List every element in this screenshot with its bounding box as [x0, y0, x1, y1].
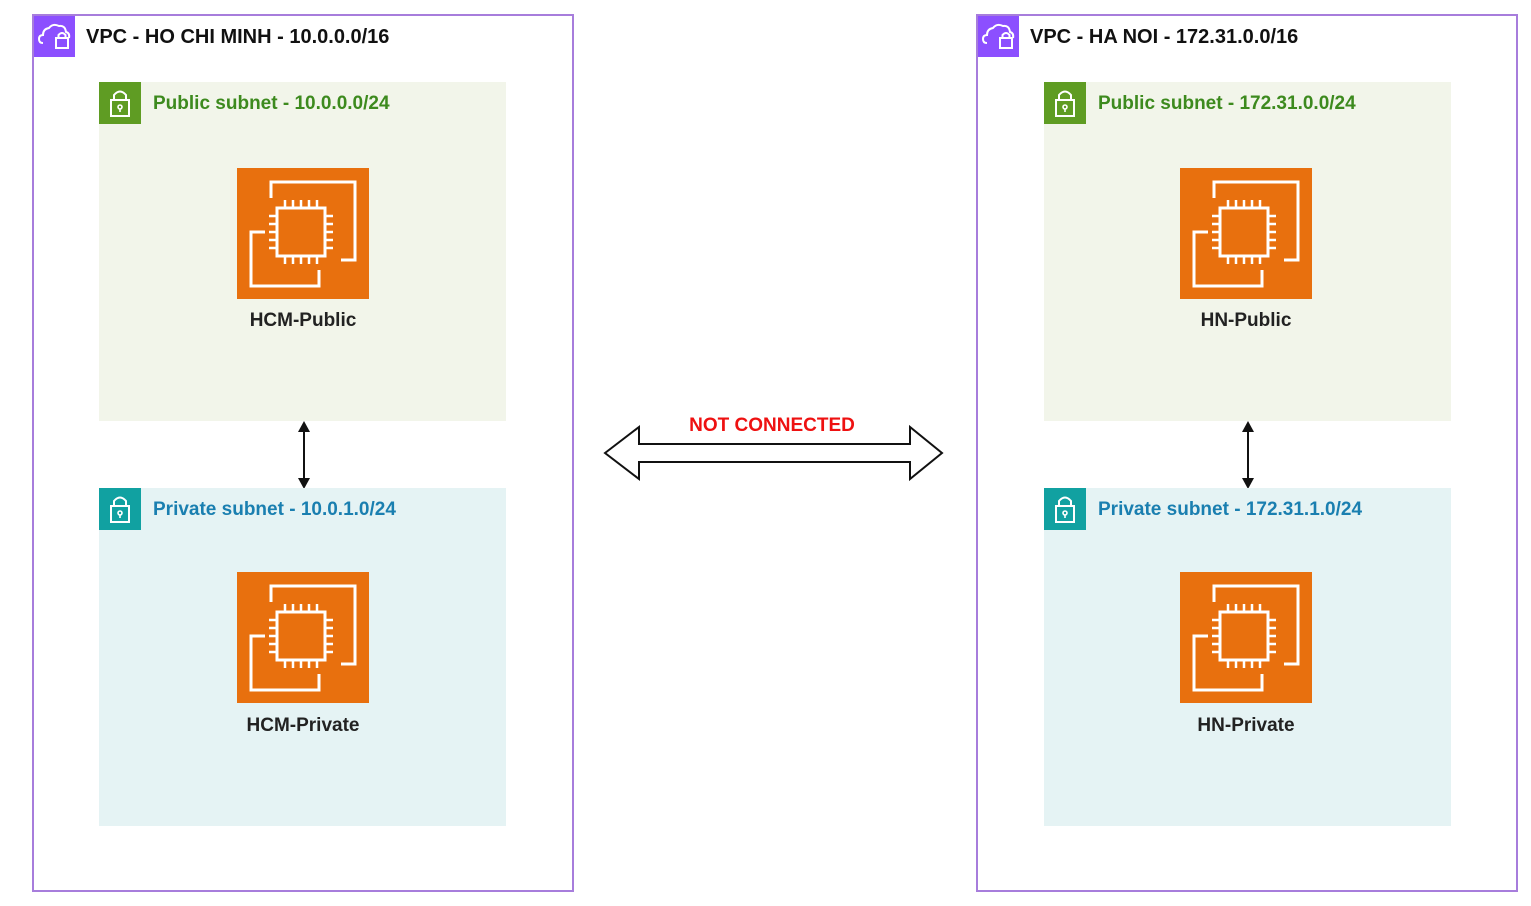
padlock-icon: [99, 82, 141, 124]
vpc-title: VPC - HO CHI MINH - 10.0.0.0/16: [86, 26, 390, 48]
private-subnet-hcm: Private subnet - 10.0.1.0/24 HCM-Private: [99, 488, 506, 826]
subnet-title: Public subnet - 10.0.0.0/24: [153, 93, 390, 114]
instance-label-hn-private: HN-Private: [1197, 715, 1295, 736]
vpc-cloud-lock-icon: [34, 16, 75, 57]
padlock-icon: [99, 488, 141, 530]
ec2-instance-icon[interactable]: [1180, 168, 1312, 299]
subnet-title: Private subnet - 10.0.1.0/24: [153, 499, 396, 520]
not-connected-label: NOT CONNECTED: [689, 415, 855, 436]
ec2-instance-icon[interactable]: [237, 572, 369, 703]
padlock-icon: [1044, 488, 1086, 530]
padlock-icon: [1044, 82, 1086, 124]
instance-label-hcm-private: HCM-Private: [246, 715, 360, 736]
instance-label-hn-public: HN-Public: [1200, 310, 1292, 331]
public-subnet-hcm: Public subnet - 10.0.0.0/24 HCM-Public: [99, 82, 506, 421]
vertical-double-arrow-icon: [1242, 421, 1254, 489]
vpc-title: VPC - HA NOI - 172.31.0.0/16: [1030, 26, 1299, 48]
vpc-cloud-lock-icon: [978, 16, 1019, 57]
public-subnet-hn: Public subnet - 172.31.0.0/24 HN-Public: [1044, 82, 1451, 421]
vpc-ha-noi: VPC - HA NOI - 172.31.0.0/16 Public subn…: [976, 14, 1518, 892]
private-subnet-hn: Private subnet - 172.31.1.0/24 HN-Privat…: [1044, 488, 1451, 826]
double-headed-arrow-icon: [603, 424, 944, 482]
subnet-title: Private subnet - 172.31.1.0/24: [1098, 499, 1363, 520]
ec2-instance-icon[interactable]: [237, 168, 369, 299]
vpc-ho-chi-minh: VPC - HO CHI MINH - 10.0.0.0/16 Public s…: [32, 14, 574, 892]
ec2-instance-icon[interactable]: [1180, 572, 1312, 703]
instance-label-hcm-public: HCM-Public: [249, 310, 357, 331]
subnet-title: Public subnet - 172.31.0.0/24: [1098, 93, 1356, 114]
vertical-double-arrow-icon: [298, 421, 310, 489]
